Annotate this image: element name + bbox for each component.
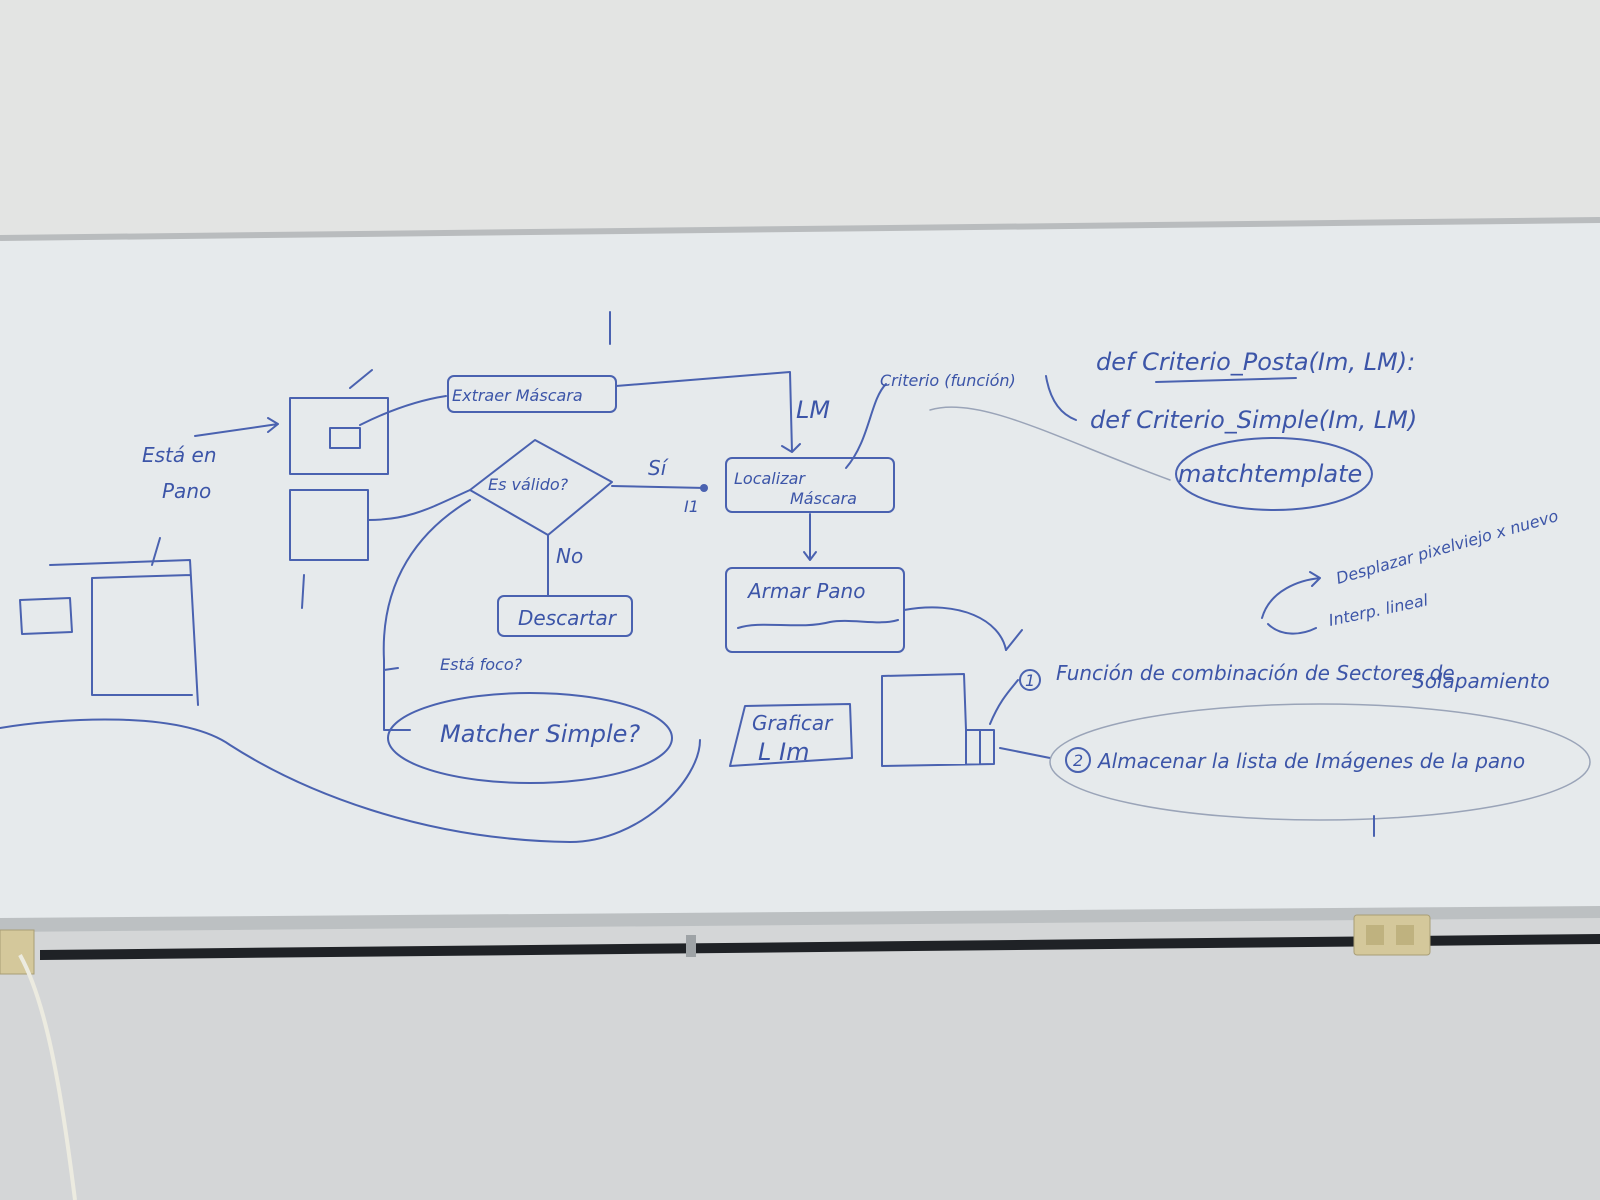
text-matcher-simple: Matcher Simple? — [440, 720, 640, 748]
mask-box-1 — [329, 427, 361, 449]
curve-armar-to-sketch — [903, 606, 1007, 651]
power-outlet-left — [0, 929, 35, 975]
text-esta-en-1: Está en — [142, 443, 217, 467]
arrow-to-image-box — [194, 417, 279, 437]
arrow-image2-to-diamond — [367, 489, 471, 521]
text-graficar: Graficar — [752, 711, 834, 735]
arrow-si-dot — [700, 484, 708, 492]
text-localizar-2: Máscara — [790, 489, 857, 508]
text-i1: I1 — [684, 497, 699, 516]
text-extraer-mascara: Extraer Máscara — [452, 386, 583, 405]
scribble-armar — [737, 619, 899, 629]
text-funcion-comb-1: Función de combinación de Sectores de — [1056, 661, 1455, 685]
whiteboard-surface — [0, 220, 1600, 922]
image-box-1 — [289, 397, 389, 475]
black-rail — [40, 934, 1600, 960]
arrow-under-image-2 — [301, 574, 305, 609]
arrow-interp — [1267, 623, 1317, 635]
text-criterio-funcion: Criterio (función) — [880, 371, 1016, 390]
text-l-im: L Im — [758, 738, 809, 766]
text-armar-pano: Armar Pano — [746, 579, 865, 603]
ellipse-matchtemplate — [1175, 437, 1373, 511]
whiteboard-frame-top — [0, 217, 1600, 241]
arrow-sketch-to-almacenar — [999, 747, 1051, 759]
text-descartar: Descartar — [518, 606, 618, 630]
box-localizar-mascara — [725, 457, 895, 513]
text-num-1: 1 — [1025, 671, 1035, 690]
arrow-localizar-to-criterio — [845, 383, 887, 469]
lower-wall — [0, 918, 1600, 1200]
text-matchtemplate: matchtemplate — [1178, 460, 1362, 488]
power-outlet-right-socket-2 — [1396, 925, 1414, 945]
overlap-sketch — [881, 673, 995, 767]
ellipse-almacenar — [1049, 703, 1591, 821]
loop-curve — [382, 499, 471, 731]
text-almacenar: Almacenar la lista de Imágenes de la pan… — [1096, 749, 1525, 773]
text-localizar-1: Localizar — [734, 469, 806, 488]
underline-posta — [1155, 377, 1297, 383]
arrow-localizar-to-armar — [803, 513, 817, 561]
text-num-2: 2 — [1073, 751, 1083, 770]
text-esta-foco: Está foco? — [440, 655, 523, 674]
arrow-image-to-extraer — [359, 395, 447, 426]
faint-curve-criterio — [929, 406, 1171, 481]
circle-num-2 — [1065, 747, 1091, 773]
power-outlet-right — [1353, 914, 1431, 956]
box-descartar — [497, 595, 633, 637]
text-no: No — [556, 544, 583, 568]
power-cable — [18, 954, 77, 1200]
text-si: Sí — [648, 456, 669, 480]
rail-clip — [686, 935, 696, 957]
whiteboard-tray — [0, 906, 1600, 932]
upper-wall — [0, 0, 1600, 240]
power-outlet-right-socket-1 — [1366, 925, 1384, 945]
arrow-criterio-branch — [1045, 375, 1077, 421]
text-def-simple: def Criterio_Simple(Im, LM) — [1090, 406, 1417, 434]
text-es-valido: Es válido? — [488, 475, 569, 494]
box-graficar — [729, 703, 853, 767]
pano-sketch-outline — [0, 559, 701, 843]
arrow-desplazar — [1261, 571, 1321, 619]
image-box-2 — [289, 489, 369, 561]
ellipse-matcher-simple — [387, 692, 673, 784]
text-lm: LM — [796, 396, 830, 424]
text-def-posta: def Criterio_Posta(Im, LM): — [1096, 348, 1415, 376]
pano-arrow — [151, 537, 161, 566]
text-funcion-comb-2: Solapamiento — [1412, 669, 1550, 693]
arrow-sketch-to-funcion — [989, 629, 1023, 725]
arrow-si — [611, 485, 707, 489]
circle-num-1 — [1019, 669, 1041, 691]
box-extraer-mascara — [447, 375, 617, 413]
arrow-extraer-to-localizar — [615, 371, 801, 453]
check-mark-1 — [349, 369, 373, 389]
text-esta-en-2: Pano — [162, 479, 211, 503]
